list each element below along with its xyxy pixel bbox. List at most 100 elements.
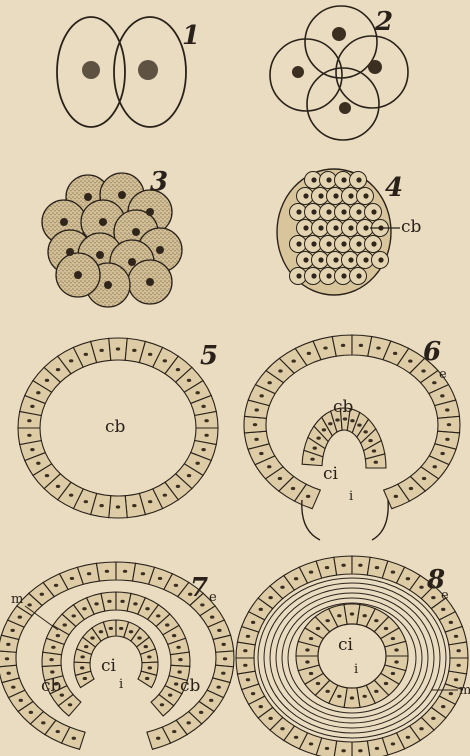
nucleus [384,627,388,630]
fig4-nucleus [371,241,376,246]
fig4-nucleus [356,241,361,246]
nucleus [156,737,160,740]
nucleus [440,394,444,397]
nucleus [210,615,214,618]
nucleus [441,705,445,708]
fig6-label-ci: ci [323,464,339,484]
nucleus [148,500,152,503]
nucleus [176,485,180,488]
nucleus [27,603,31,606]
nucleus [259,705,263,708]
fig3-nucleus [60,218,68,226]
cell [352,741,370,756]
nucleus [432,381,436,384]
fig4-nucleus [371,209,376,214]
nucleus [363,430,367,433]
fig5-label-cb: cb [105,417,126,437]
nucleus [268,596,272,599]
nucleus [99,504,103,507]
fig4-nucleus [311,241,316,246]
figure-6: 6 cb e ci i [244,335,460,540]
nucleus [305,660,309,663]
nucleus [419,727,423,730]
nucleus [449,692,453,695]
fig4-nucleus [311,177,316,182]
fig4-nucleus [348,193,353,198]
nucleus [294,577,298,580]
fig4-nucleus [363,257,368,262]
nucleus [394,660,398,663]
nucleus [80,655,84,658]
nucleus [291,487,295,490]
nucleus [246,635,250,638]
nucleus [40,593,44,596]
fig4-nucleus [333,225,338,230]
nucleus [172,634,176,637]
nucleus [419,586,423,589]
nucleus [29,711,33,714]
figure-number: 7 [190,573,208,603]
nucleus [307,352,311,355]
fig3-nucleus [74,271,82,279]
nucleus [375,566,379,569]
nucleus [187,379,191,382]
fig6-label-cb: cb [333,397,354,417]
nucleus [316,437,320,440]
fig8-label-e: e [441,588,449,603]
nucleus [391,637,395,640]
fig4-nucleus [326,177,331,182]
nucleus [278,369,282,372]
nucleus [255,408,259,411]
nucleus [27,434,31,437]
nucleus [145,607,149,610]
nucleus [362,614,366,617]
fig3-nucleus [84,193,92,201]
fig3-nucleus [99,218,107,226]
nucleus [294,736,298,739]
nucleus [431,596,435,599]
figure-number: 5 [200,341,218,371]
nucleus [391,570,395,573]
fig4-nucleus [311,273,316,278]
nucleus [306,495,310,498]
nucleus [209,699,213,702]
fig7-label-m: m [11,592,23,607]
fig8-label-m: m [459,683,470,698]
nucleus [316,682,320,685]
nucleus [359,344,363,347]
nucleus [187,474,191,477]
fig7-label-e: e [209,590,217,605]
nucleus [325,566,329,569]
nucleus [41,721,45,724]
figure-number: 2 [374,7,393,37]
nucleus [69,359,73,362]
nucleus [447,423,451,426]
nucleus [83,677,87,680]
fig4-nucleus [378,257,383,262]
nucleus [422,477,426,480]
nucleus [341,344,345,347]
nucleus [156,614,160,617]
nucleus [105,570,109,573]
nucleus [393,352,397,355]
nucleus [445,408,449,411]
figure-number: 1 [182,21,200,51]
nucleus [56,634,60,637]
nucleus [133,602,137,605]
nucleus [56,368,60,371]
nucleus [456,649,460,652]
figure-3: 3 [42,167,182,307]
fig3-nucleus [146,278,154,286]
nucleus [168,693,172,696]
nucleus [391,742,395,745]
nucleus [72,737,76,740]
nucleus [11,686,15,689]
fig4-nucleus [363,225,368,230]
nucleus [84,500,88,503]
nucleus [309,672,313,675]
nucleus [254,438,258,441]
nucleus [163,494,167,497]
nucleus [148,666,152,669]
fig4-nucleus [333,193,338,198]
nucleus [174,682,178,685]
